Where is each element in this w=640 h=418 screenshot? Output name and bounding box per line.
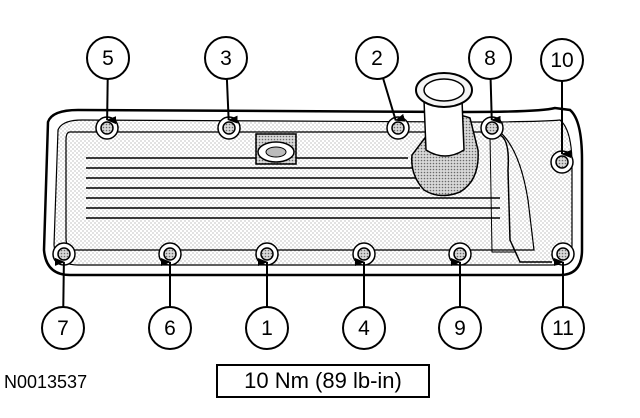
bolt-2: [386, 116, 410, 140]
bolt-3: [217, 116, 241, 140]
callout-number: 8: [484, 47, 496, 70]
bolt-1: [255, 242, 279, 266]
leader-arrow-2: [382, 77, 406, 122]
bolt-4: [352, 242, 376, 266]
leader-arrow-5: [106, 78, 117, 125]
callout-10: 10: [540, 38, 584, 82]
callout-1: 1: [245, 306, 289, 350]
callout-number: 3: [220, 47, 232, 70]
callout-circle: [41, 306, 85, 350]
callout-circle: [355, 36, 399, 80]
pcv-grommet: [255, 133, 297, 165]
bolt-9: [448, 242, 472, 266]
callout-8: 8: [468, 36, 512, 80]
leader-arrow-3: [225, 78, 238, 124]
callout-6: 6: [148, 306, 192, 350]
torque-spec-label: 10 Nm (89 lb-in): [216, 364, 430, 398]
callout-circle: [541, 306, 585, 350]
callout-3: 3: [204, 36, 248, 80]
callout-number: 9: [454, 317, 466, 340]
callout-7: 7: [41, 306, 85, 350]
cover-side-edge-inner: [489, 134, 515, 253]
callout-circle: [204, 36, 248, 80]
callout-5: 5: [86, 36, 130, 80]
callout-circle: [148, 306, 192, 350]
bolt-8: [480, 116, 504, 140]
bolt-10: [550, 150, 574, 174]
bolt-callouts: 1 2 3 4 5 6 7 8 9 10 11: [41, 36, 585, 350]
bolt-11: [551, 242, 575, 266]
oil-fill-neck: [411, 72, 479, 197]
callout-9: 9: [438, 306, 482, 350]
callout-circle: [438, 306, 482, 350]
cover-ribs: [86, 157, 500, 219]
callout-number: 5: [102, 47, 114, 70]
figure-id-label: N0013537: [4, 372, 88, 392]
callout-2: 2: [355, 36, 399, 80]
leader-arrow-7: [54, 257, 65, 308]
callout-circle: [245, 306, 289, 350]
callout-number: 6: [164, 317, 176, 340]
callout-circle: [468, 36, 512, 80]
callout-number: 2: [371, 47, 383, 70]
bolt-7: [52, 242, 76, 266]
callout-number: 7: [57, 317, 69, 340]
callout-number: 11: [552, 317, 574, 340]
cover-side-edge: [499, 134, 552, 263]
callout-4: 4: [342, 306, 386, 350]
leader-arrow-8: [489, 78, 501, 124]
callout-number: 1: [261, 317, 273, 340]
callout-number: 4: [358, 317, 370, 340]
bolt-6: [158, 242, 182, 266]
callout-11: 11: [541, 306, 585, 350]
leader-arrows: [54, 77, 571, 308]
callout-circle: [86, 36, 130, 80]
bolt-5: [95, 116, 119, 140]
callout-circle: [540, 38, 584, 82]
callout-circle: [342, 306, 386, 350]
callout-number: 10: [550, 49, 573, 72]
